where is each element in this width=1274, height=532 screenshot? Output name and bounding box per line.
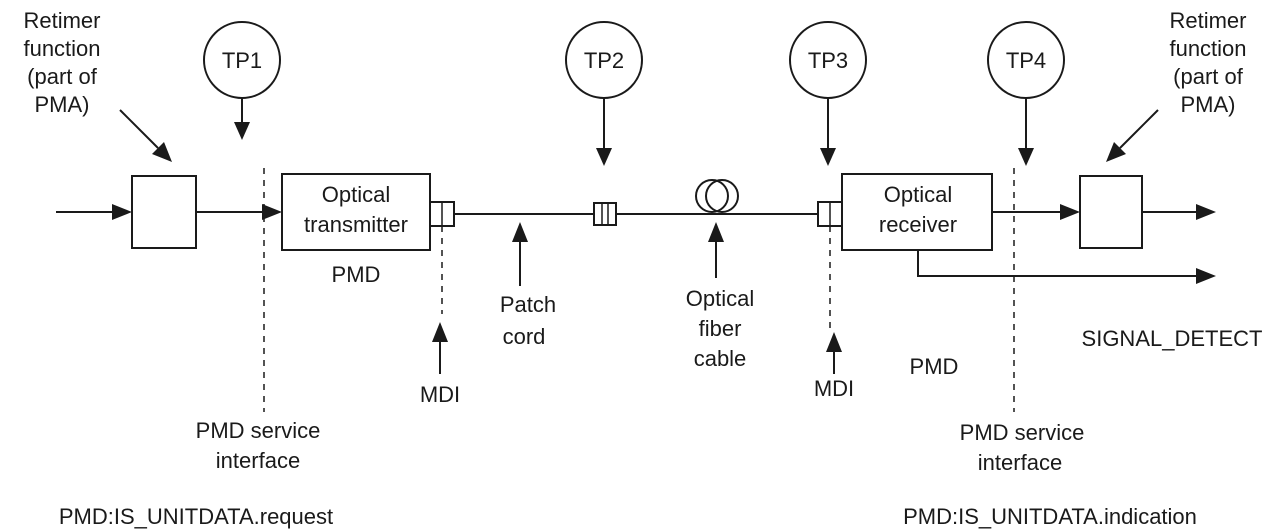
service-interface-right-label-1: PMD service: [960, 420, 1085, 445]
transmitter-label-1: Optical: [322, 182, 390, 207]
tp3-label: TP3: [808, 48, 848, 73]
retimer-right-line-2: function: [1169, 36, 1246, 61]
fiber-coil-icon: [695, 179, 739, 213]
patch-cord-pointer-head: [512, 222, 528, 242]
pmd-right-label: PMD: [910, 354, 959, 379]
retimer-right-line-4: PMA): [1181, 92, 1236, 117]
mdi-right-connector: [817, 201, 843, 227]
optical-transmitter-box: [281, 173, 431, 251]
signal-detect-arrow: [917, 250, 1216, 284]
fiber-cable-pointer-head: [708, 222, 724, 242]
retimer-left-label: Retimer function (part of PMA): [23, 8, 100, 117]
tp3-arrowhead: [820, 148, 836, 166]
pmd-left-label: PMD: [332, 262, 381, 287]
request-primitive-label: PMD:IS_UNITDATA.request: [59, 504, 333, 529]
input-arrow-head: [112, 204, 132, 220]
receiver-label-1: Optical: [884, 182, 952, 207]
mdi-left-label: MDI: [420, 382, 460, 407]
fiber-cable-label-1: Optical: [686, 286, 754, 311]
mdi-right-pointer: [826, 332, 842, 374]
retimer-left-box: [131, 175, 197, 249]
fiber-coil-loop-b: [705, 179, 739, 213]
retimer-to-transmitter-arrow: [196, 204, 282, 220]
tp2-label: TP2: [584, 48, 624, 73]
transmitter-label-2: transmitter: [304, 212, 408, 237]
service-interface-left-label-2: interface: [216, 448, 300, 473]
patch-cord-label-2: cord: [503, 324, 546, 349]
service-interface-right-label-2: interface: [978, 450, 1062, 475]
tp4-label: TP4: [1006, 48, 1046, 73]
mdi-left-pointer-head: [432, 322, 448, 342]
mid-connector-body: [593, 202, 617, 226]
mdi-left-pointer: [432, 322, 448, 374]
receiver-to-retimer-arrow: [992, 204, 1080, 220]
input-arrow: [56, 204, 132, 220]
signal-detect-label: SIGNAL_DETECT: [1082, 326, 1263, 351]
retimer-right-label: Retimer function (part of PMA): [1169, 8, 1246, 117]
retimer-left-line-1: Retimer: [23, 8, 100, 33]
retimer-left-line-4: PMA): [35, 92, 90, 117]
retimer-right-pointer-line: [1119, 109, 1159, 149]
signal-detect-line: [917, 250, 1196, 277]
fiber-cable-label-3: cable: [694, 346, 747, 371]
retimer-right-line-1: Retimer: [1169, 8, 1246, 33]
output-arrow: [1142, 204, 1216, 220]
retimer-right-pointer-head: [1106, 142, 1126, 162]
tp2-arrowhead: [596, 148, 612, 166]
tp4-marker: TP4: [987, 21, 1065, 166]
retimer-left-line-2: function: [23, 36, 100, 61]
indication-primitive-label: PMD:IS_UNITDATA.indication: [903, 504, 1197, 529]
patch-cord-pointer: [512, 222, 528, 286]
tp4-arrowhead: [1018, 148, 1034, 166]
fiber-coil-loop-a: [695, 179, 729, 213]
service-interface-left-label-1: PMD service: [196, 418, 321, 443]
retimer-left-line-3: (part of: [27, 64, 98, 89]
retimer-right-box: [1079, 175, 1143, 249]
retimer-left-pointer-head: [152, 142, 172, 162]
tp2-marker: TP2: [565, 21, 643, 166]
retimer-left-pointer: [119, 109, 172, 162]
retimer-right-line-3: (part of: [1173, 64, 1244, 89]
mid-connector: [593, 202, 617, 226]
receiver-label-2: receiver: [879, 212, 957, 237]
receiver-to-retimer-head: [1060, 204, 1080, 220]
tp3-marker: TP3: [789, 21, 867, 166]
tp1-label: TP1: [222, 48, 262, 73]
mdi-left-connector: [429, 201, 455, 227]
fiber-cable-pointer: [708, 222, 724, 278]
patch-cord-label-1: Patch: [500, 292, 556, 317]
mdi-right-label: MDI: [814, 376, 854, 401]
retimer-to-transmitter-head: [262, 204, 282, 220]
tp1-arrowhead: [234, 122, 250, 140]
retimer-right-pointer: [1106, 109, 1159, 162]
retimer-left-pointer-line: [119, 109, 159, 149]
tp1-marker: TP1: [203, 21, 281, 140]
signal-detect-head: [1196, 268, 1216, 284]
output-arrow-head: [1196, 204, 1216, 220]
mdi-right-pointer-head: [826, 332, 842, 352]
fiber-cable-label-2: fiber: [699, 316, 742, 341]
